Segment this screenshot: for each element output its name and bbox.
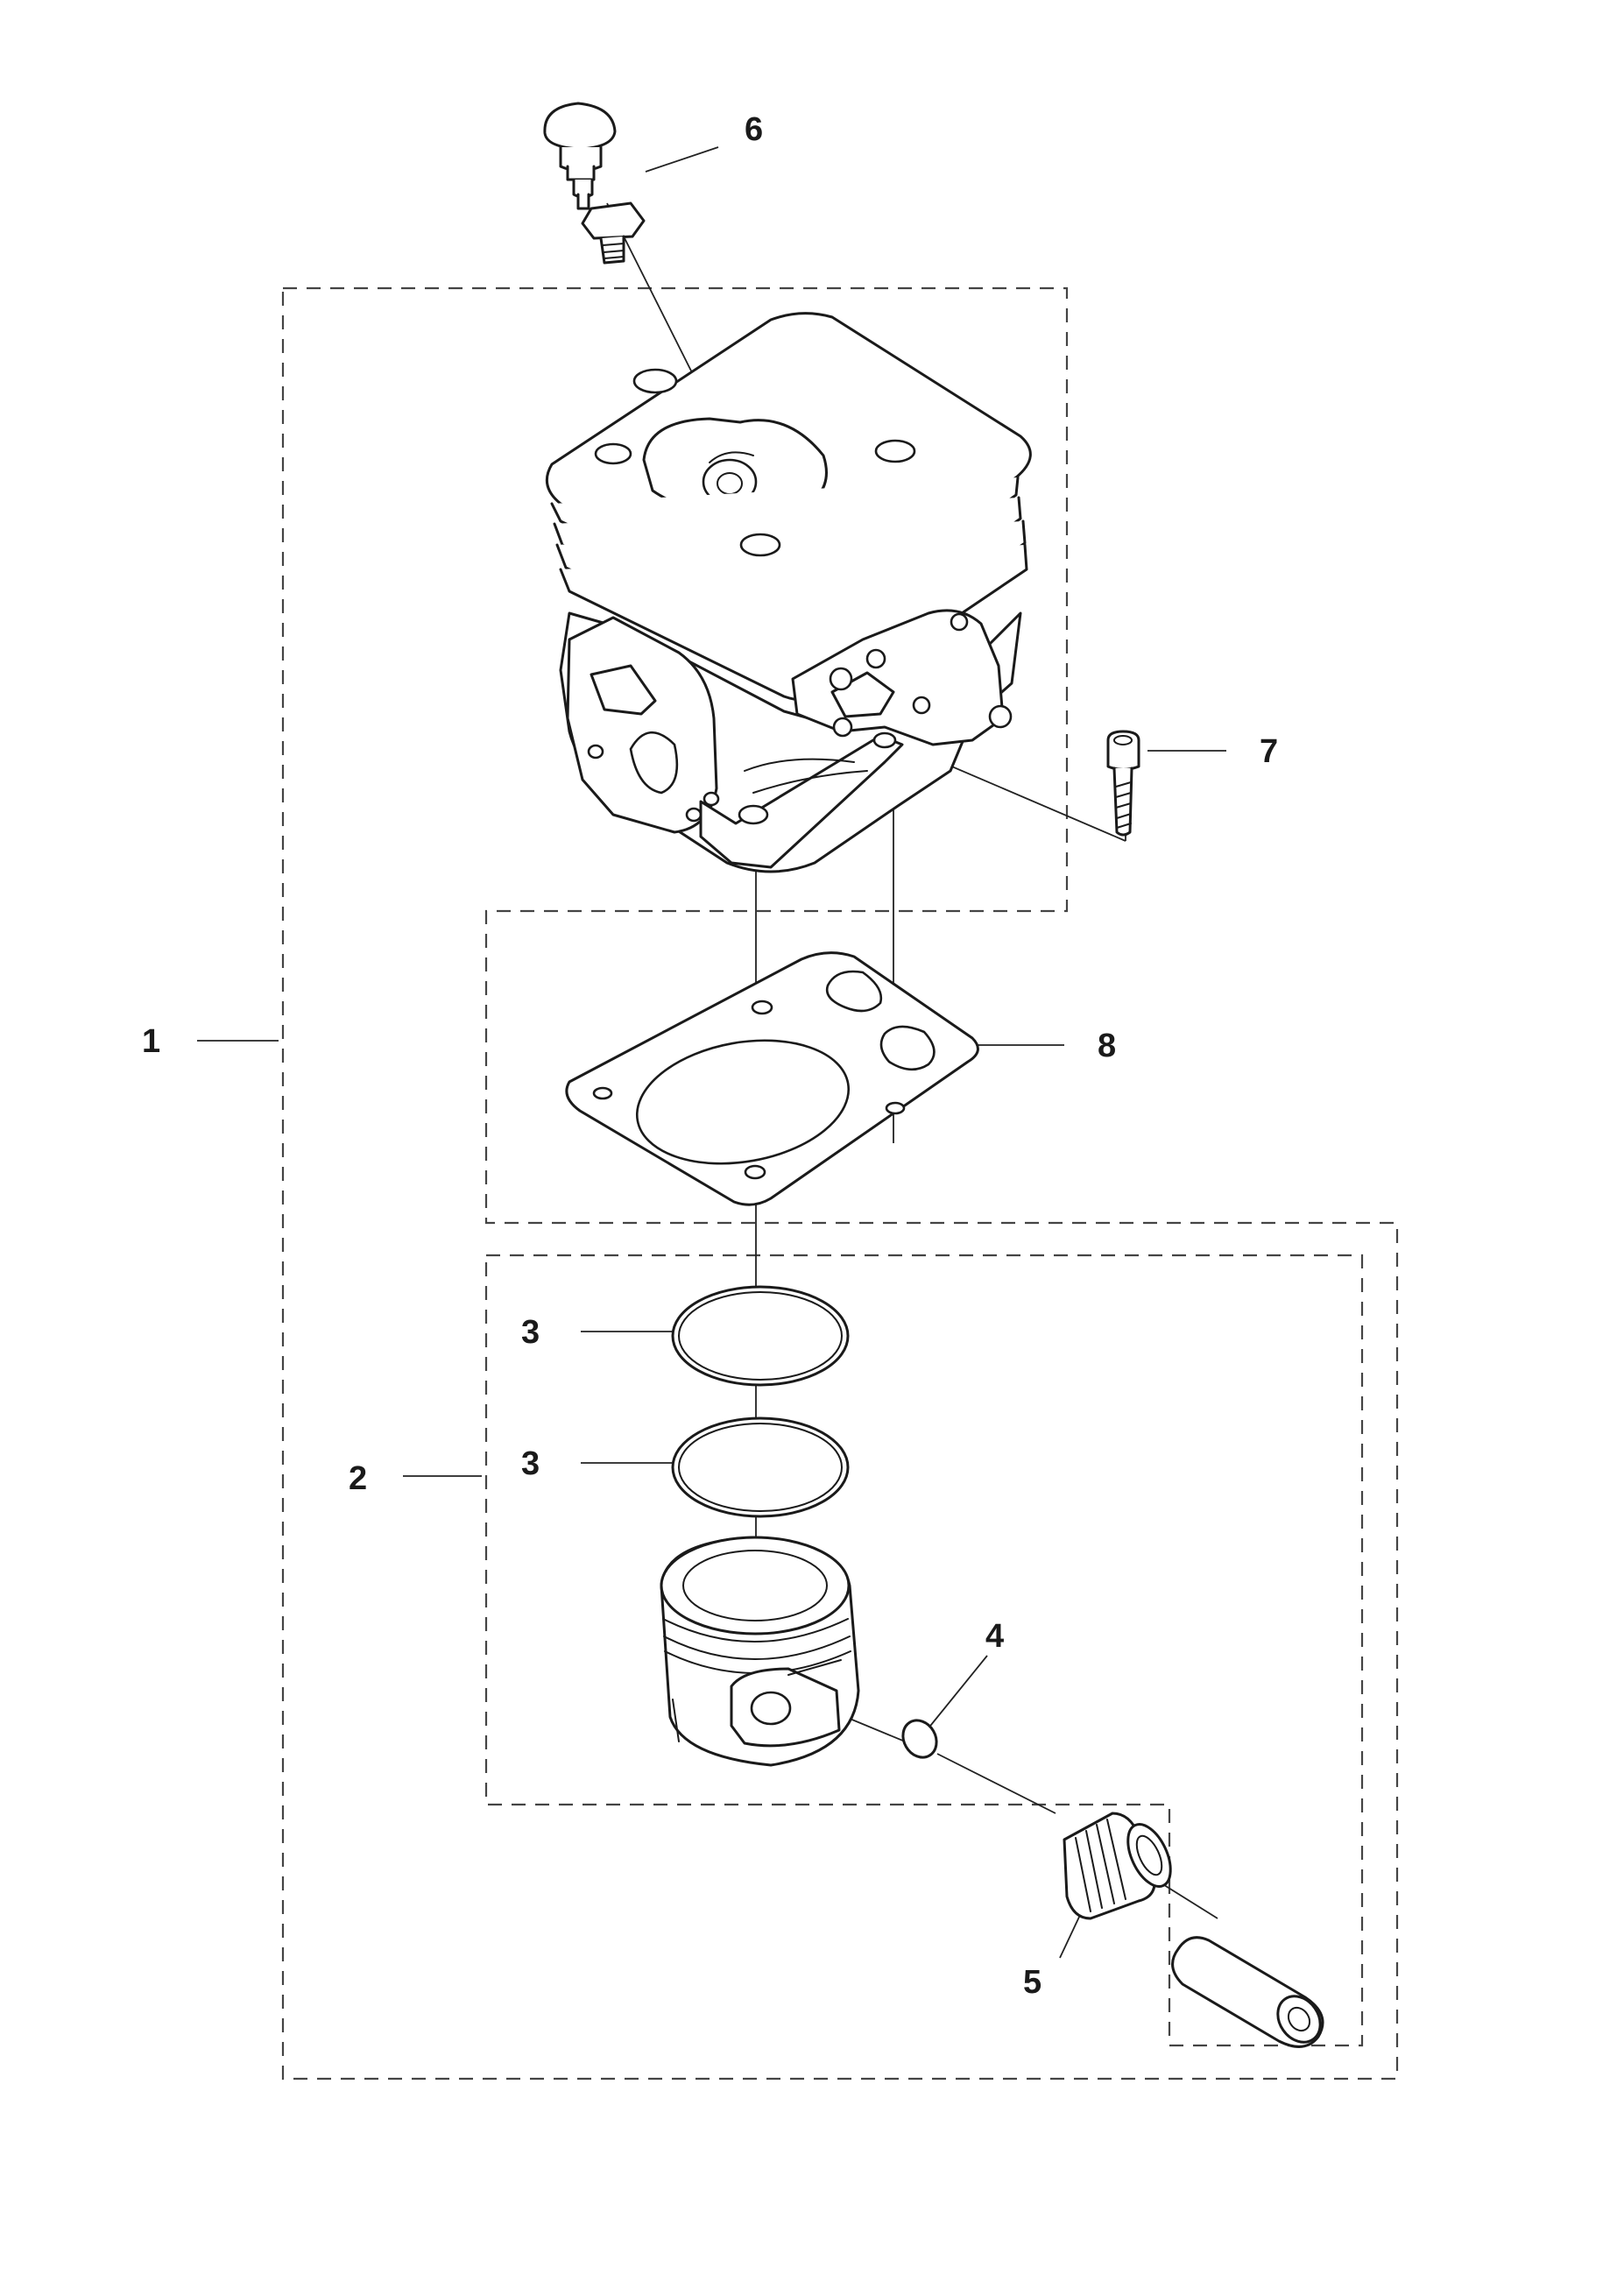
piston-ring-icon: [671, 1416, 850, 1518]
group-box-1: [281, 286, 1399, 2081]
callout-3-lower-ring: 3: [521, 1445, 540, 1482]
decompression-valve-icon: [543, 102, 646, 265]
piston-icon: [660, 1536, 860, 1767]
screw-icon: [1106, 730, 1140, 837]
cylinder-icon: [545, 312, 1032, 873]
callout-5: 5: [1023, 1964, 1041, 2001]
callout-1: 1: [142, 1023, 160, 1060]
callout-labels: 1 2 3 3 4 5 6 7 8: [142, 111, 1278, 2001]
needle-bearing-icon: [1063, 1812, 1172, 1920]
callout-8: 8: [1098, 1028, 1116, 1064]
callout-7: 7: [1260, 733, 1278, 770]
callout-4: 4: [985, 1618, 1004, 1655]
group-box-2: [484, 1254, 1364, 2047]
callout-3-upper-ring: 3: [521, 1314, 540, 1351]
group-boxes: [281, 286, 1399, 2081]
gasket-icon: [565, 951, 979, 1206]
piston-pin-icon: [1171, 1936, 1324, 2048]
circlip-icon: [901, 1719, 938, 1759]
callout-2: 2: [349, 1460, 367, 1497]
callout-6: 6: [745, 111, 763, 148]
piston-ring-icon: [671, 1285, 850, 1387]
